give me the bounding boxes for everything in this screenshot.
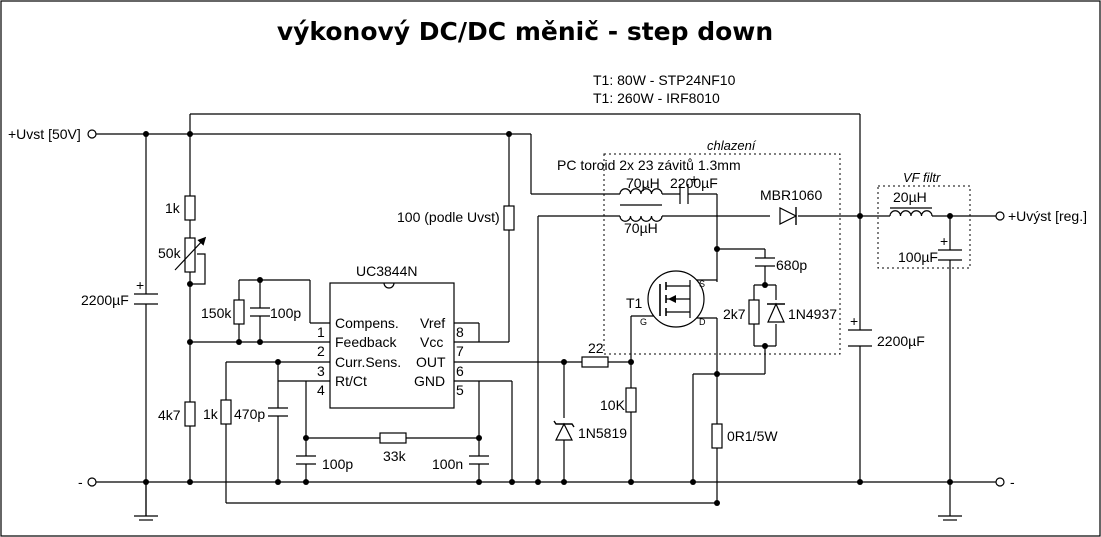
ic-pin8-num: 8: [456, 324, 464, 340]
c-coupling-label: 2200µF: [670, 175, 718, 191]
t1-option-2-note: T1: 260W - IRF8010: [593, 90, 720, 106]
diode-mbr1060: [779, 207, 798, 225]
r-shunt-label: 0R1/5W: [727, 428, 778, 444]
terminals: [87, 129, 1005, 487]
vf-filter-enclosure: [877, 185, 971, 269]
cooling-label: chlazení: [707, 138, 757, 153]
r-1k-top-label: 1k: [165, 200, 181, 216]
c-in-label: 2200µF: [81, 292, 129, 308]
pot-50k-label: 50k: [158, 245, 182, 261]
c-out-2200-label: 2200µF: [877, 333, 925, 349]
c-680p-label: 680p: [776, 257, 807, 273]
mosfet-pin-d: D: [699, 317, 706, 327]
r-150k-label: 150k: [201, 305, 232, 321]
ground-symbol-left: [134, 515, 158, 521]
mosfet-pin-g: G: [640, 317, 647, 327]
output-minus-terminal: [995, 477, 1005, 487]
pot-50k-arrow: [174, 236, 207, 271]
ic-pin1-name: Compens.: [335, 315, 399, 331]
svg-text:+: +: [940, 233, 948, 249]
mosfet-pin-s: S: [699, 279, 705, 289]
inductor-70uh-top: [619, 188, 663, 195]
ic-pin6-name: OUT: [416, 354, 446, 370]
ic-pin8-name: Vref: [420, 315, 445, 331]
r-10k-label: 10K: [600, 397, 626, 413]
wiring: [95, 113, 998, 516]
d-mbr1060-label: MBR1060: [760, 187, 822, 203]
inductor-70uh-bottom: [619, 215, 663, 222]
input-plus-terminal: [87, 129, 97, 139]
diagram-title: výkonový DC/DC měnič - step down: [277, 17, 773, 46]
ic-pin4-name: Rt/Ct: [335, 373, 367, 389]
t1-option-1-note: T1: 80W - STP24NF10: [593, 72, 736, 88]
t1-label: T1: [626, 295, 643, 311]
input-minus-terminal: [87, 477, 97, 487]
r-2k7-label: 2k7: [723, 306, 746, 322]
ic-pin2-name: Feedback: [335, 334, 397, 350]
ic-pin1-num: 1: [317, 324, 325, 340]
svg-text:+: +: [136, 277, 144, 293]
diode-1n5819: [553, 420, 575, 441]
c-100p-bottom-label: 100p: [322, 456, 353, 472]
d-1n5819-label: 1N5819: [578, 425, 627, 441]
ic-uc3844n: [329, 282, 455, 409]
labels: T1: 80W - STP24NF10 T1: 260W - IRF8010 c…: [8, 72, 1087, 490]
ic-pin3-name: Curr.Sens.: [335, 354, 401, 370]
ic-pin5-num: 5: [456, 382, 464, 398]
svg-text:+: +: [690, 171, 698, 187]
r-4k7-label: 4k7: [158, 407, 181, 423]
r-33k-label: 33k: [383, 448, 407, 464]
ic-pin5-name: GND: [414, 373, 445, 389]
c-100n-label: 100n: [432, 456, 463, 472]
output-plus-terminal: [995, 211, 1005, 221]
r-100-label: 100 (podle Uvst): [397, 209, 500, 225]
output-plus-label: +Uvýst [reg.]: [1008, 208, 1087, 224]
r-22-label: 22: [588, 340, 604, 356]
vf-filter-label: VF filtr: [903, 170, 941, 185]
capacitors: [134, 184, 962, 465]
output-minus-label: -: [1010, 474, 1015, 490]
l-20u-label: 20µH: [893, 189, 927, 205]
c-470p-label: 470p: [234, 406, 265, 422]
c-100u-label: 100µF: [898, 249, 938, 265]
svg-text:+: +: [850, 313, 858, 329]
ic-name-label: UC3844N: [356, 263, 417, 279]
ic-pin4-num: 4: [317, 382, 325, 398]
l-70u-bottom-label: 70µH: [624, 220, 658, 236]
c-100p-comp-label: 100p: [270, 305, 301, 321]
mosfet-t1: [647, 270, 705, 328]
input-plus-label: +Uvst [50V]: [8, 126, 81, 142]
d-1n4937-label: 1N4937: [788, 306, 837, 322]
ic-pin6-num: 6: [456, 363, 464, 379]
cooling-enclosure: [603, 153, 841, 355]
diode-1n4937: [767, 302, 785, 323]
ic-pin7-num: 7: [456, 343, 464, 359]
l-70u-top-label: 70µH: [626, 175, 660, 191]
cap-polarity-marks: + + + +: [136, 171, 948, 329]
junction-dots: [143, 131, 953, 506]
input-minus-label: -: [78, 474, 83, 490]
resistors: [184, 195, 760, 449]
inductor-20uh: [889, 207, 933, 217]
ic-pin2-num: 2: [317, 343, 325, 359]
toroid-note: PC toroid 2x 23 závitů 1.3mm: [557, 157, 741, 173]
ground-symbol-right: [938, 515, 962, 521]
ic-pin3-num: 3: [317, 363, 325, 379]
ic-pin7-name: Vcc: [420, 334, 443, 350]
r-1k-cs-label: 1k: [203, 406, 219, 422]
